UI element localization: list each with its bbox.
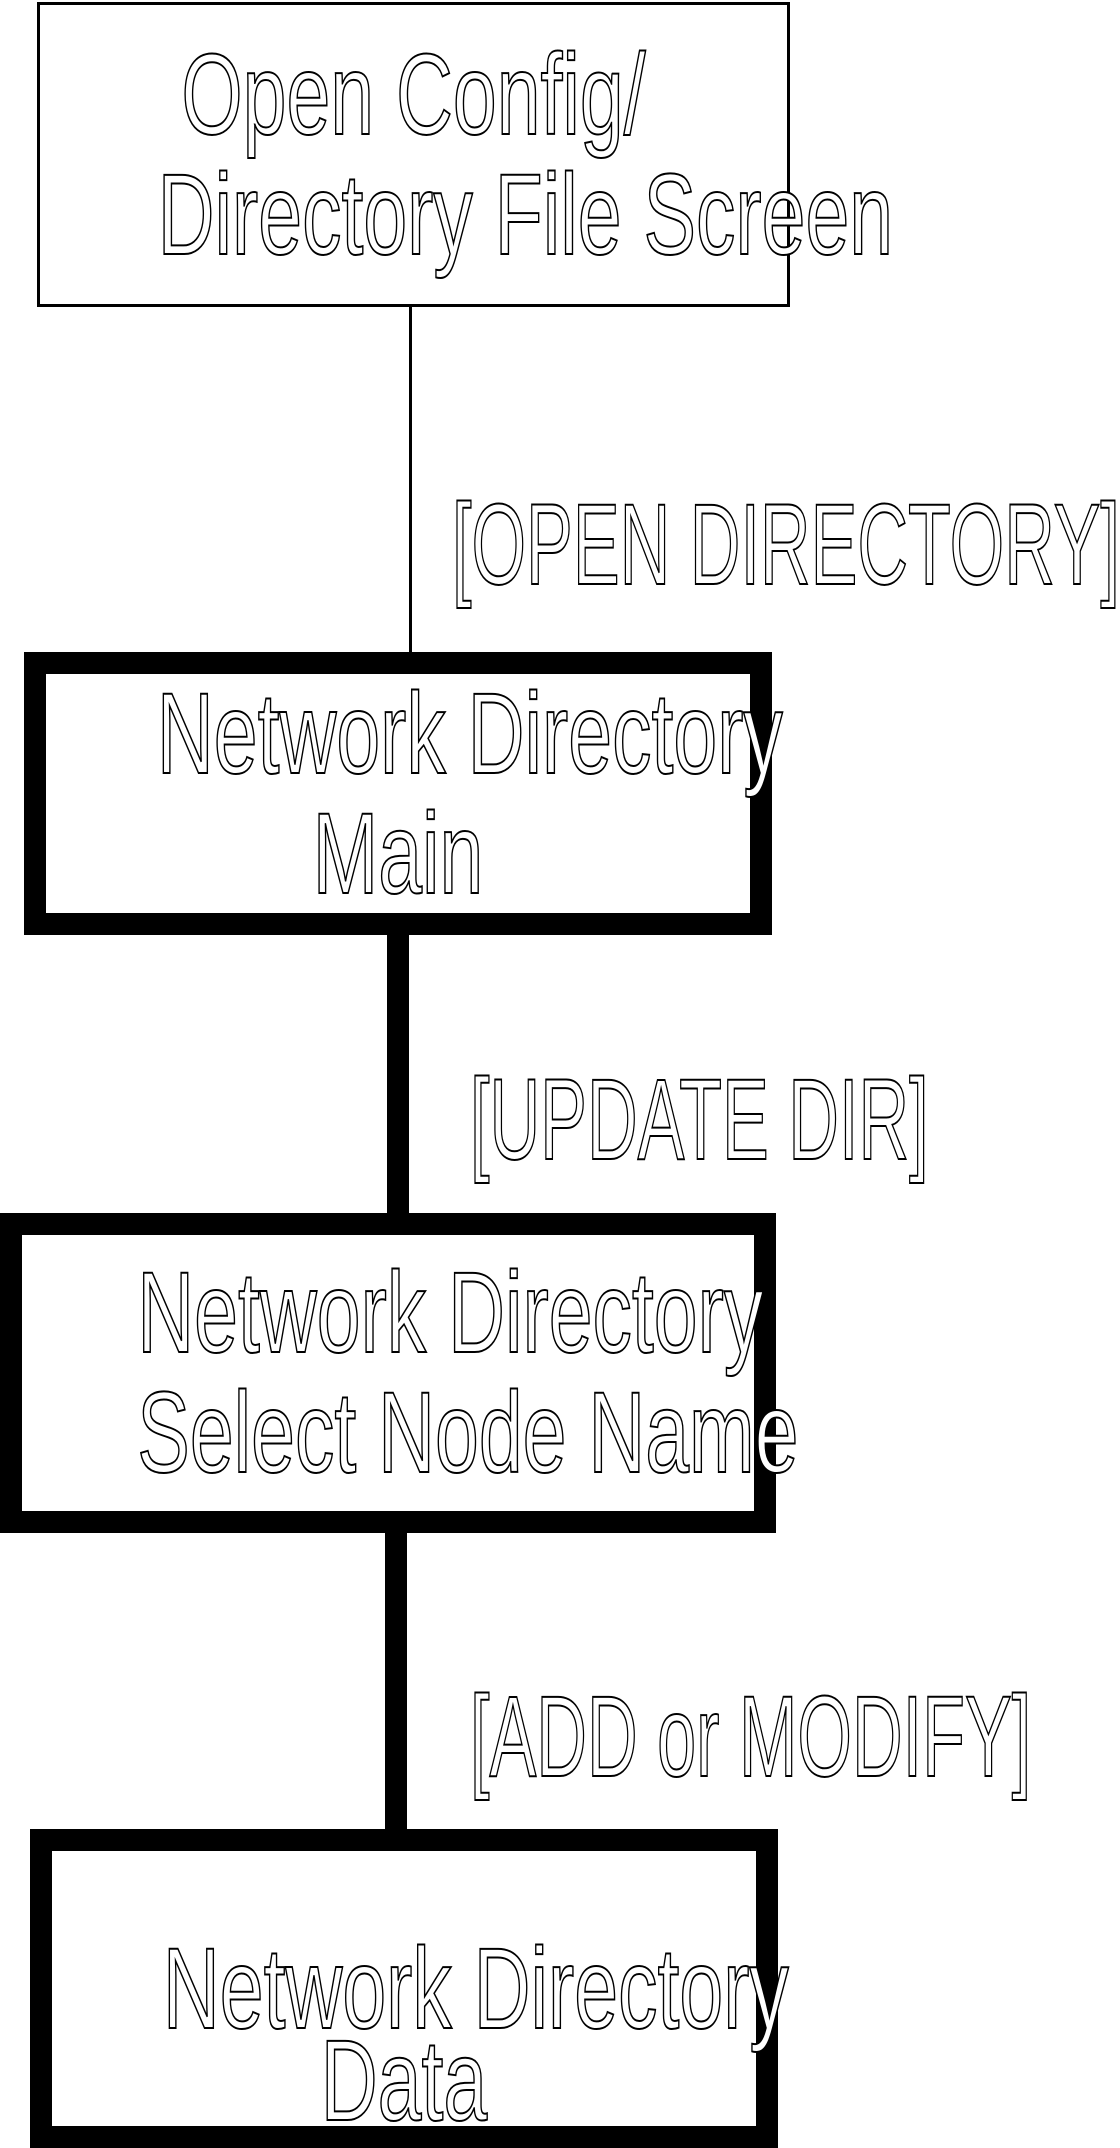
node-text-line: Main xyxy=(312,789,484,918)
edge-label-open-directory: [OPEN DIRECTORY] xyxy=(451,481,1120,609)
connector-open-directory xyxy=(409,300,412,657)
node-network-directory-main: Network Directory Main xyxy=(24,652,784,935)
node-text: Open Config/ Directory File Screen xyxy=(157,30,894,279)
node-network-directory-select-node-name: Network Directory Select Node Name xyxy=(0,1213,800,1533)
node-text-line: Network Directory xyxy=(137,1249,764,1377)
node-open-config-directory-file-screen: Open Config/ Directory File Screen xyxy=(37,2,894,307)
node-text-line: Open Config/ xyxy=(181,30,647,159)
node-text: Network Directory Data xyxy=(162,1924,789,2145)
node-network-directory-data: Network Directory Data xyxy=(30,1829,790,2148)
node-text-line: Network Directory xyxy=(156,669,783,798)
edge-label-add-or-modify: [ADD or MODIFY] xyxy=(469,1673,1032,1801)
edge-label-update-dir: [UPDATE DIR] xyxy=(469,1056,929,1184)
node-text-line: Network Directory xyxy=(162,1924,789,2053)
connector-update-dir xyxy=(387,930,409,1218)
connector-add-or-modify xyxy=(385,1528,407,1834)
node-text: Network Directory Main xyxy=(156,669,783,918)
node-text-line: Data xyxy=(320,2016,488,2145)
node-text: Network Directory Select Node Name xyxy=(137,1249,800,1497)
node-text-line: Select Node Name xyxy=(137,1369,800,1497)
node-text-line: Directory File Screen xyxy=(157,150,894,279)
